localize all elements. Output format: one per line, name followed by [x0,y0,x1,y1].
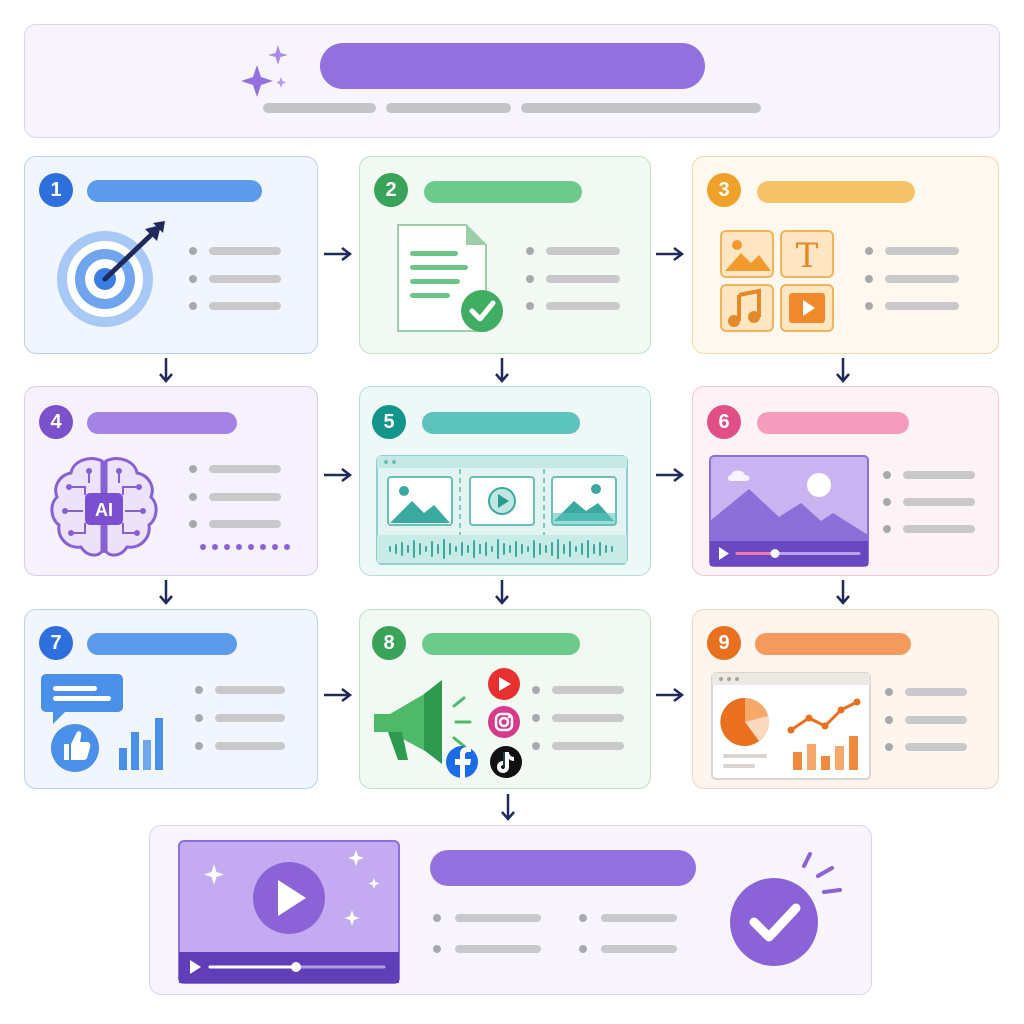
engagement-analytics-icon [39,672,173,774]
flow-arrow-right [654,466,686,484]
final-title-bar [430,850,696,886]
step-title-bar [422,633,580,655]
step-title-bar [424,181,582,203]
step-card-6: 6 [692,386,999,576]
step-card-2: 2 [359,156,651,354]
step-number-badge: 8 [372,626,406,660]
step-title-bar [87,180,262,202]
step-number-badge: 6 [707,405,741,439]
step-card-8: 8 [359,609,651,789]
ai-brain-icon: AI [49,453,159,563]
flow-arrow-down [834,578,852,606]
step-title-bar [87,633,237,655]
step-title-bar [757,412,909,434]
step-card-5: 5 [359,386,651,576]
video-timeline-icon [376,455,628,565]
progress-dots [199,543,293,551]
step-card-1: 1 [24,156,318,354]
header-subtitle-line [386,103,511,113]
step-number-badge: 2 [374,173,408,207]
target-icon [53,219,173,331]
media-assets-icon: T [719,229,837,335]
step-title-bar [757,181,915,203]
final-output-card [149,825,872,995]
step-number-badge: 3 [707,173,741,207]
step-card-4: 4 AI [24,386,318,576]
step-card-9: 9 [692,609,999,789]
step-card-7: 7 [24,609,318,789]
header-title-bar [320,43,705,89]
flow-arrow-down [157,578,175,606]
header-subtitle-line [521,103,761,113]
flow-arrow-right [654,245,686,263]
ai-label: AI [95,500,113,520]
flow-arrow-down [493,578,511,606]
text-asset-letter: T [796,236,819,276]
flow-arrow-down [157,356,175,384]
final-video-icon [178,840,400,984]
check-circle-icon [724,846,854,970]
step-number-badge: 1 [39,173,73,207]
step-title-bar [755,633,911,655]
step-card-3: 3 T [692,156,999,354]
flow-arrow-right [322,466,354,484]
video-preview-icon [709,455,869,567]
step-number-badge: 9 [707,626,741,660]
step-number-badge: 7 [39,626,73,660]
step-title-bar [422,412,580,434]
flow-arrow-right [322,686,354,704]
document-check-icon [396,223,508,335]
flow-arrow-right [654,686,686,704]
flow-arrow-right [322,245,354,263]
step-number-badge: 4 [39,405,73,439]
analytics-dashboard-icon [711,672,871,780]
step-number-badge: 5 [372,405,406,439]
header-subtitle-line [263,103,376,113]
sparkles-icon [235,43,295,101]
flow-arrow-down [499,792,517,822]
social-megaphone-icon [368,666,534,782]
flow-arrow-down [834,356,852,384]
step-title-bar [87,412,237,434]
header-panel [24,24,1000,138]
flow-arrow-down [493,356,511,384]
